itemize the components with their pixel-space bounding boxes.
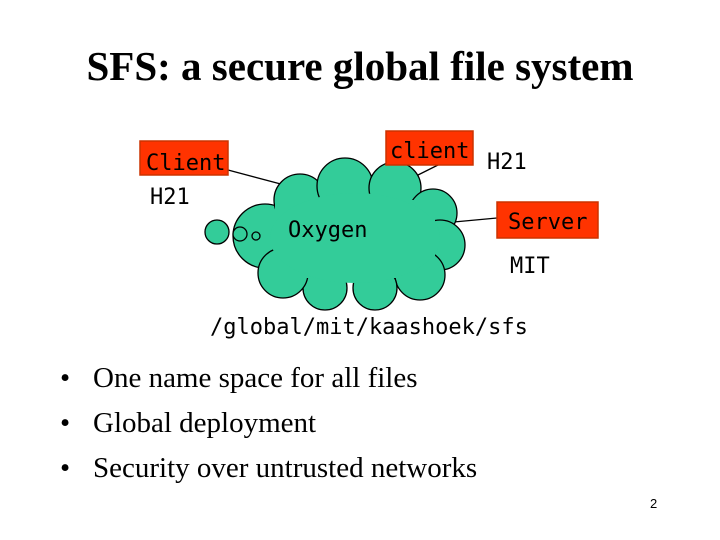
bullet-text: Global deployment bbox=[93, 407, 317, 439]
bullet-dot: • bbox=[60, 452, 71, 484]
bullet-list: • One name space for all files • Global de… bbox=[60, 356, 477, 491]
client-left-label: Client bbox=[146, 151, 225, 176]
bullet-item: • One name space for all files bbox=[60, 356, 477, 401]
cloud-bubble-small bbox=[251, 231, 261, 241]
page-number: 2 bbox=[650, 496, 658, 511]
bullet-item: • Global deployment bbox=[60, 401, 477, 446]
client-top-host: H21 bbox=[487, 150, 527, 175]
file-path: /global/mit/kaashoek/sfs bbox=[210, 315, 528, 340]
client-top-box bbox=[385, 130, 474, 166]
server-host: MIT bbox=[510, 254, 550, 279]
slide-title: SFS: a secure global file system bbox=[86, 43, 634, 89]
bullet-text: Security over untrusted networks bbox=[93, 452, 478, 484]
server-box bbox=[496, 201, 599, 239]
bullet-text: One name space for all files bbox=[93, 362, 418, 394]
client-left-box bbox=[139, 140, 229, 176]
client-left-host: H21 bbox=[150, 185, 190, 210]
cloud-bubble-medium bbox=[232, 226, 248, 242]
cloud-label: Oxygen bbox=[288, 218, 367, 243]
bullet-dot: • bbox=[60, 407, 71, 439]
cloud-bubble-large bbox=[204, 219, 230, 245]
client-top-label: client bbox=[390, 139, 469, 164]
bullet-dot: • bbox=[60, 362, 71, 394]
bullet-item: • Security over untrusted networks bbox=[60, 446, 477, 491]
server-label: Server bbox=[508, 210, 587, 235]
